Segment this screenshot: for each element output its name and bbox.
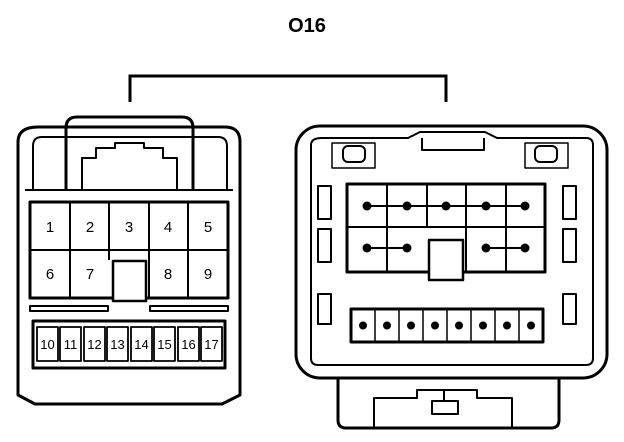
right-ear-frame-left [331,142,376,169]
terminal-dot [481,201,491,211]
pin-label: 17 [204,337,218,352]
left-pin-labels: 1 2 3 4 5 6 7 8 9 10 11 12 13 14 15 16 1… [40,219,218,352]
terminal-dot [402,201,412,211]
left-housing-outline [16,125,242,406]
connector-title: O16 [288,15,326,37]
terminal-dot [362,201,372,211]
left-key-slot [111,259,148,303]
terminal-dot [431,321,439,330]
terminal-dot [383,321,391,330]
terminal-dot [520,243,530,253]
pin-label: 9 [204,266,212,283]
view-link-bracket [128,74,448,102]
pin-label: 15 [157,337,171,352]
terminal-dot [481,243,491,253]
pin-label: 10 [40,337,54,352]
right-latch-tab [431,400,459,415]
left-lower-pin-block [31,319,227,370]
right-top-notch [421,138,485,151]
left-lower-pin-cells [36,326,223,362]
right-mount-ear-right [534,145,558,163]
terminal-dot [455,321,463,330]
right-inner-frame [310,131,594,366]
pin-label: 1 [46,219,54,236]
pin-label: 7 [86,266,94,283]
left-connector-view [16,115,242,406]
terminal-dot [503,321,511,330]
left-separator-bar [29,305,109,312]
pin-label: 16 [181,337,195,352]
pin-label: 5 [204,219,212,236]
pin-label: 13 [110,337,124,352]
right-side-slot [317,185,332,220]
right-lower-terminals [359,321,535,330]
right-key-slot [427,238,465,282]
pin-label: 2 [86,219,94,236]
pin-label: 4 [164,219,172,236]
terminal-dot [359,321,367,330]
right-housing-outline [294,124,609,380]
left-separator-bar [149,305,229,312]
pin-label: 12 [87,337,101,352]
right-connector-view [294,124,609,430]
pin-label: 11 [64,337,78,352]
right-ear-frame-right [524,142,569,169]
pin-label: 3 [125,219,133,236]
right-side-slot [562,185,577,220]
left-latch-frame [64,115,195,190]
left-inner-wall [32,136,228,190]
right-bottom-latch-inner [373,389,513,428]
right-side-slot [317,293,332,325]
right-bottom-latch [336,378,561,430]
terminal-dot [407,321,415,330]
terminal-dot [362,243,372,253]
right-side-slot [562,228,577,263]
right-mount-ear-left [342,145,366,163]
right-upper-terminals [362,201,530,253]
right-side-slot [562,293,577,325]
terminal-dot [527,321,535,330]
terminal-dot [441,201,451,211]
terminal-dot [520,201,530,211]
pin-label: 8 [164,266,172,283]
terminal-dot [479,321,487,330]
pin-label: 6 [46,266,54,283]
left-latch-inner [81,142,178,190]
terminal-dot [402,243,412,253]
right-side-slot [317,228,332,263]
pin-label: 14 [134,337,148,352]
right-lower-pin-cells [374,309,520,342]
